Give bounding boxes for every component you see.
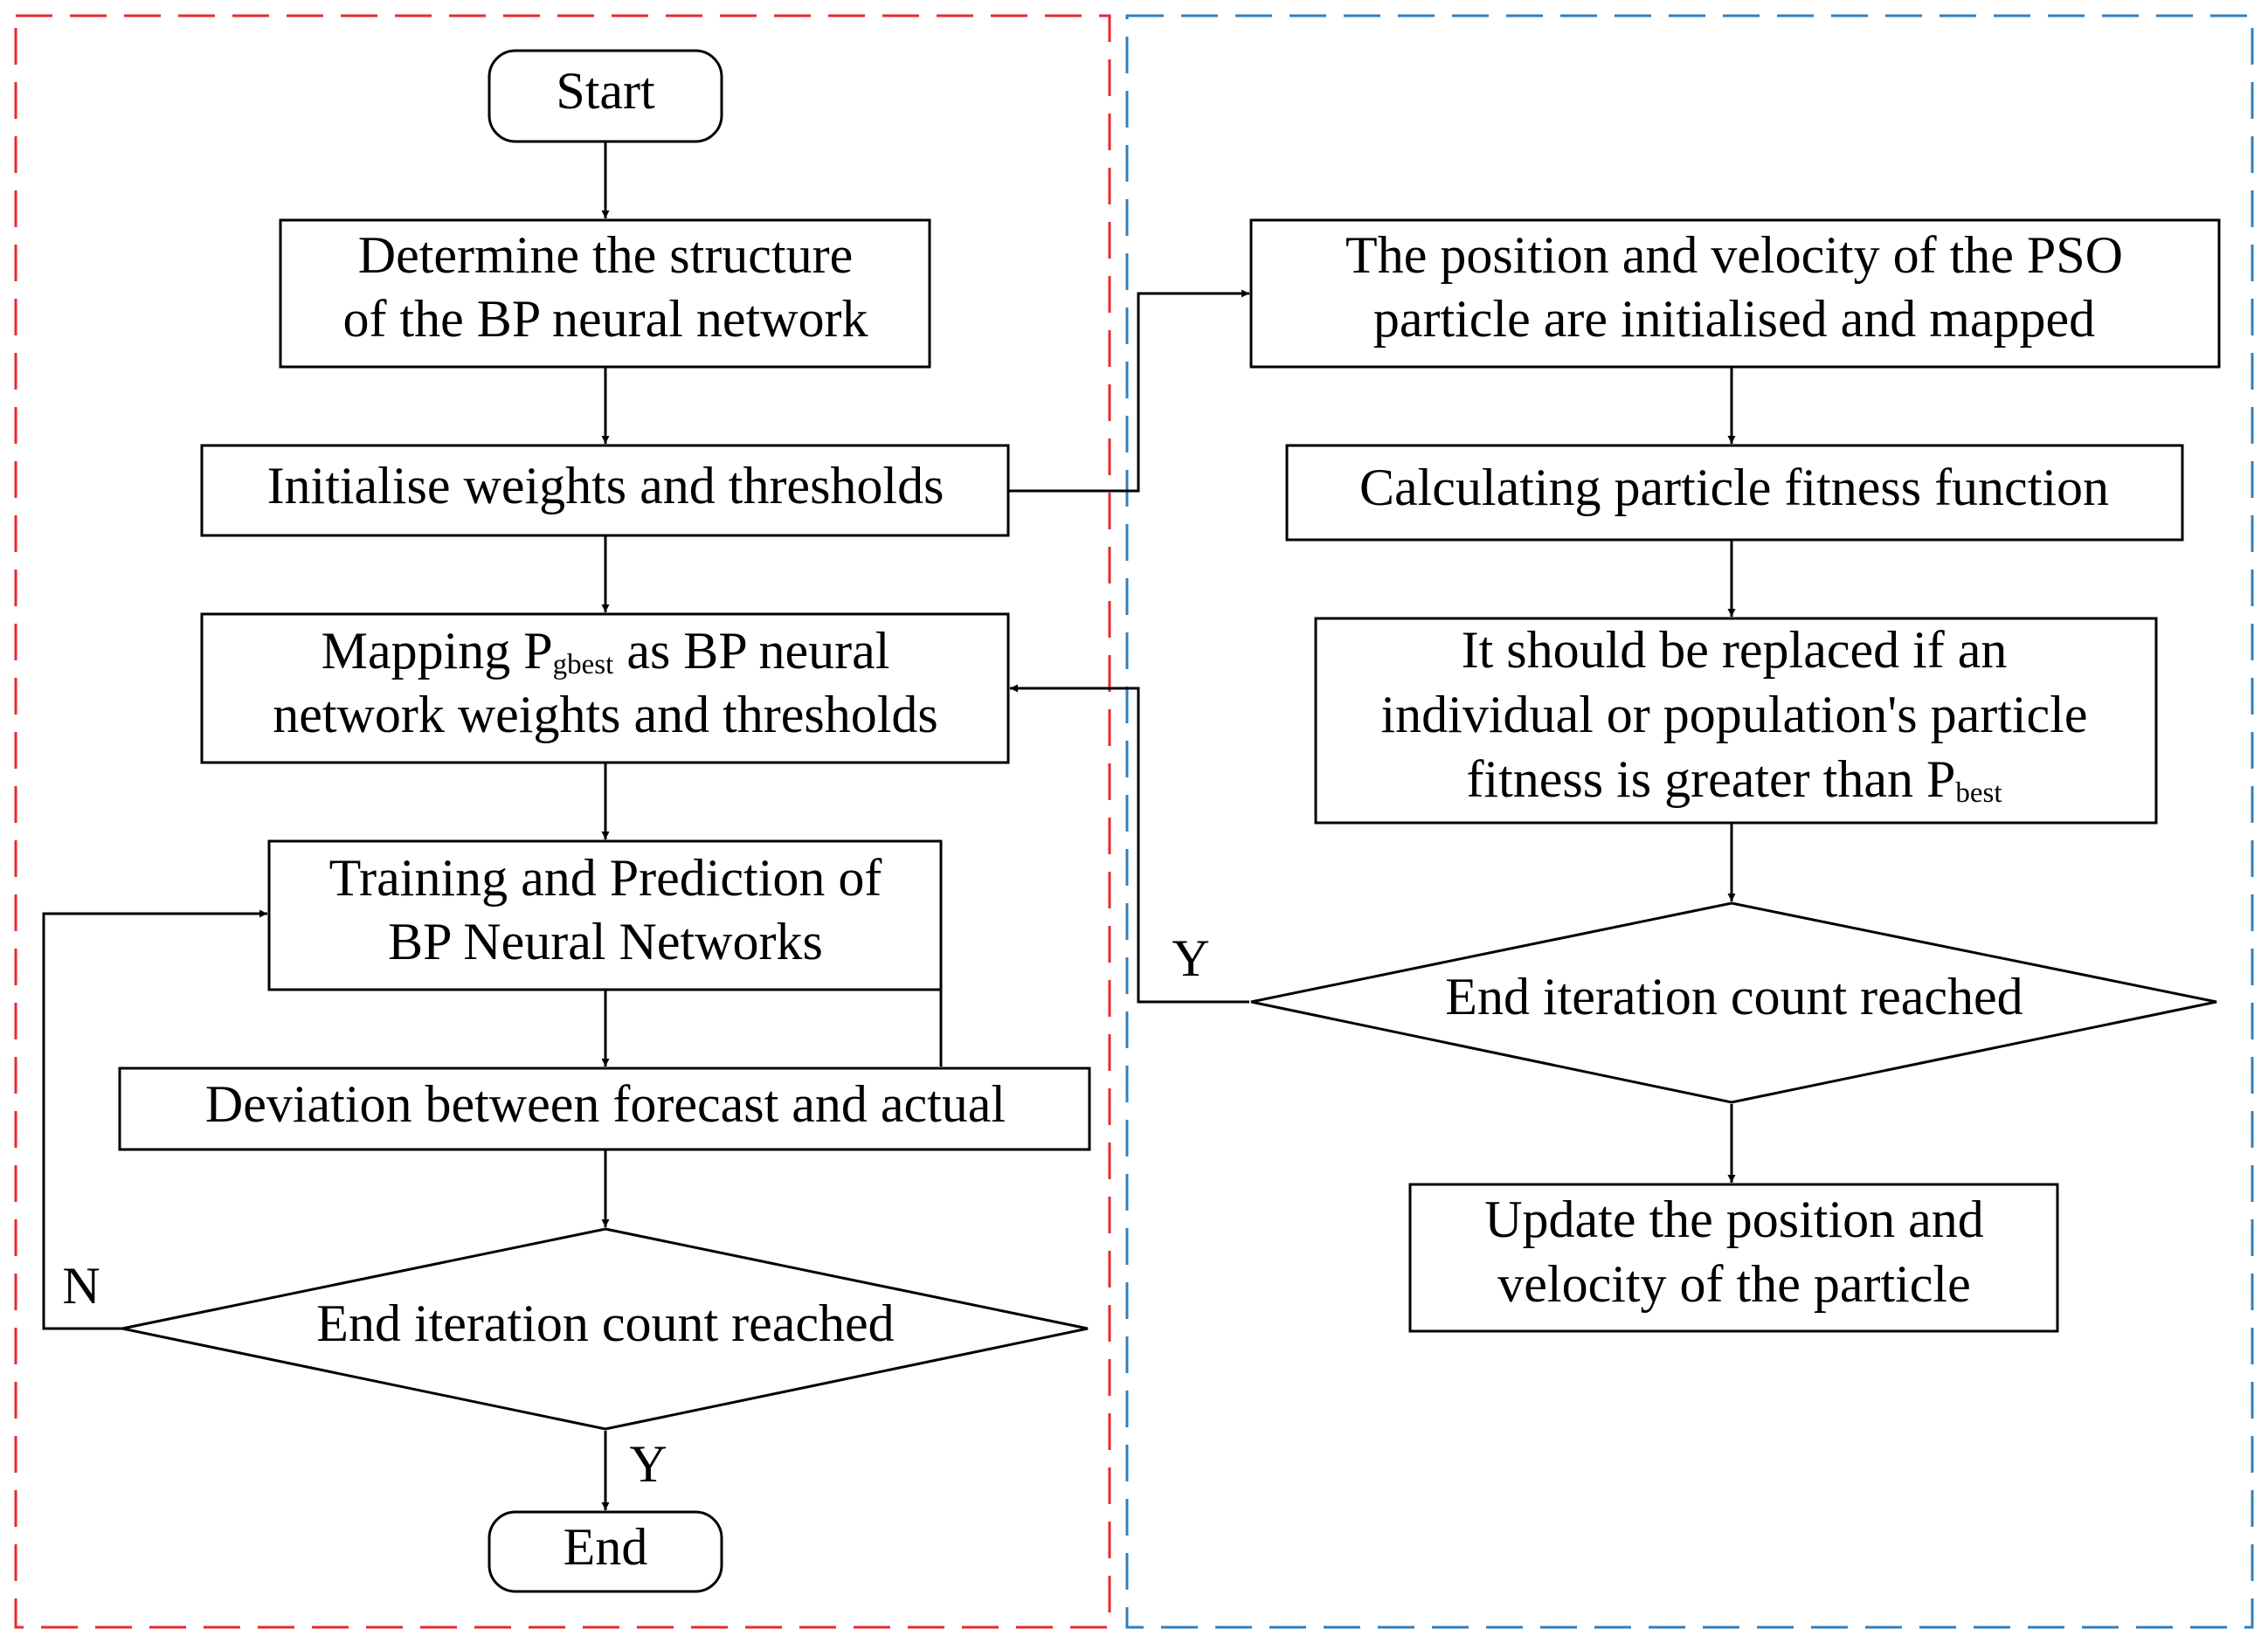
- determine-structure-box: Determine the structure of the BP neural…: [279, 218, 931, 369]
- mapping-line-1-pre: Mapping P: [322, 622, 553, 680]
- replace-subscript: best: [1955, 777, 2002, 809]
- pso-init-line-1: The position and velocity of the PSO: [1345, 226, 2123, 284]
- training-line-1: Training and Prediction of: [329, 849, 882, 907]
- replace-condition-box: It should be replaced if an individual o…: [1314, 617, 2158, 825]
- mapping-subscript: gbest: [553, 649, 614, 680]
- connectors: [42, 142, 1736, 1510]
- initialise-weights-box: Initialise weights and thresholds: [200, 444, 1010, 537]
- replace-line-3-pre: fitness is greater than P: [1466, 750, 1955, 808]
- bp-yes-label: Y: [629, 1435, 667, 1493]
- arrow-decision-no-loop: [42, 909, 267, 1330]
- start-node: Start: [487, 49, 723, 143]
- initialise-label: Initialise weights and thresholds: [267, 457, 944, 514]
- update-particle-box: Update the position and velocity of the …: [1408, 1183, 2059, 1333]
- deviation-label: Deviation between forecast and actual: [205, 1075, 1006, 1133]
- training-line-2: BP Neural Networks: [388, 913, 823, 970]
- deviation-box: Deviation between forecast and actual: [118, 1067, 1091, 1151]
- mapping-gbest-box: Mapping Pgbest as BP neural network weig…: [200, 612, 1010, 764]
- bp-region-border: [14, 14, 1111, 1629]
- update-line-2: velocity of the particle: [1497, 1255, 1970, 1313]
- mapping-line-1-post: as BP neural: [613, 622, 889, 680]
- end-node: End: [487, 1510, 723, 1593]
- pso-decision-diamond: End iteration count reached: [1250, 901, 2217, 1104]
- arrow-initialise-to-pso-init: [1008, 289, 1249, 493]
- training-prediction-box: Training and Prediction of BP Neural Net…: [267, 839, 943, 991]
- pso-region-border: [1125, 14, 2254, 1629]
- end-label: End: [564, 1518, 648, 1576]
- mapping-line-2: network weights and thresholds: [273, 686, 938, 743]
- replace-line-3: fitness is greater than Pbest: [1466, 750, 2002, 809]
- pso-init-line-2: particle are initialised and mapped: [1373, 290, 2095, 348]
- update-line-1: Update the position and: [1484, 1191, 1984, 1248]
- fitness-label: Calculating particle fitness function: [1359, 459, 2109, 516]
- mapping-line-1: Mapping Pgbest as BP neural: [322, 622, 890, 680]
- pso-init-box: The position and velocity of the PSO par…: [1249, 218, 2221, 369]
- fitness-function-box: Calculating particle fitness function: [1285, 444, 2184, 542]
- pso-yes-label: Y: [1172, 929, 1209, 987]
- replace-line-2: individual or population's particle: [1381, 686, 2088, 743]
- bp-decision-diamond: End iteration count reached: [121, 1227, 1089, 1431]
- replace-line-1: It should be replaced if an: [1462, 621, 2008, 679]
- bp-no-label: N: [62, 1257, 100, 1315]
- arrow-pso-decision-yes-to-mapping: [1010, 684, 1249, 1004]
- bp-decision-label: End iteration count reached: [316, 1294, 894, 1352]
- determine-line-1: Determine the structure: [358, 226, 853, 284]
- determine-line-2: of the BP neural network: [343, 290, 868, 348]
- pso-decision-label: End iteration count reached: [1445, 968, 2023, 1025]
- start-label: Start: [556, 62, 655, 120]
